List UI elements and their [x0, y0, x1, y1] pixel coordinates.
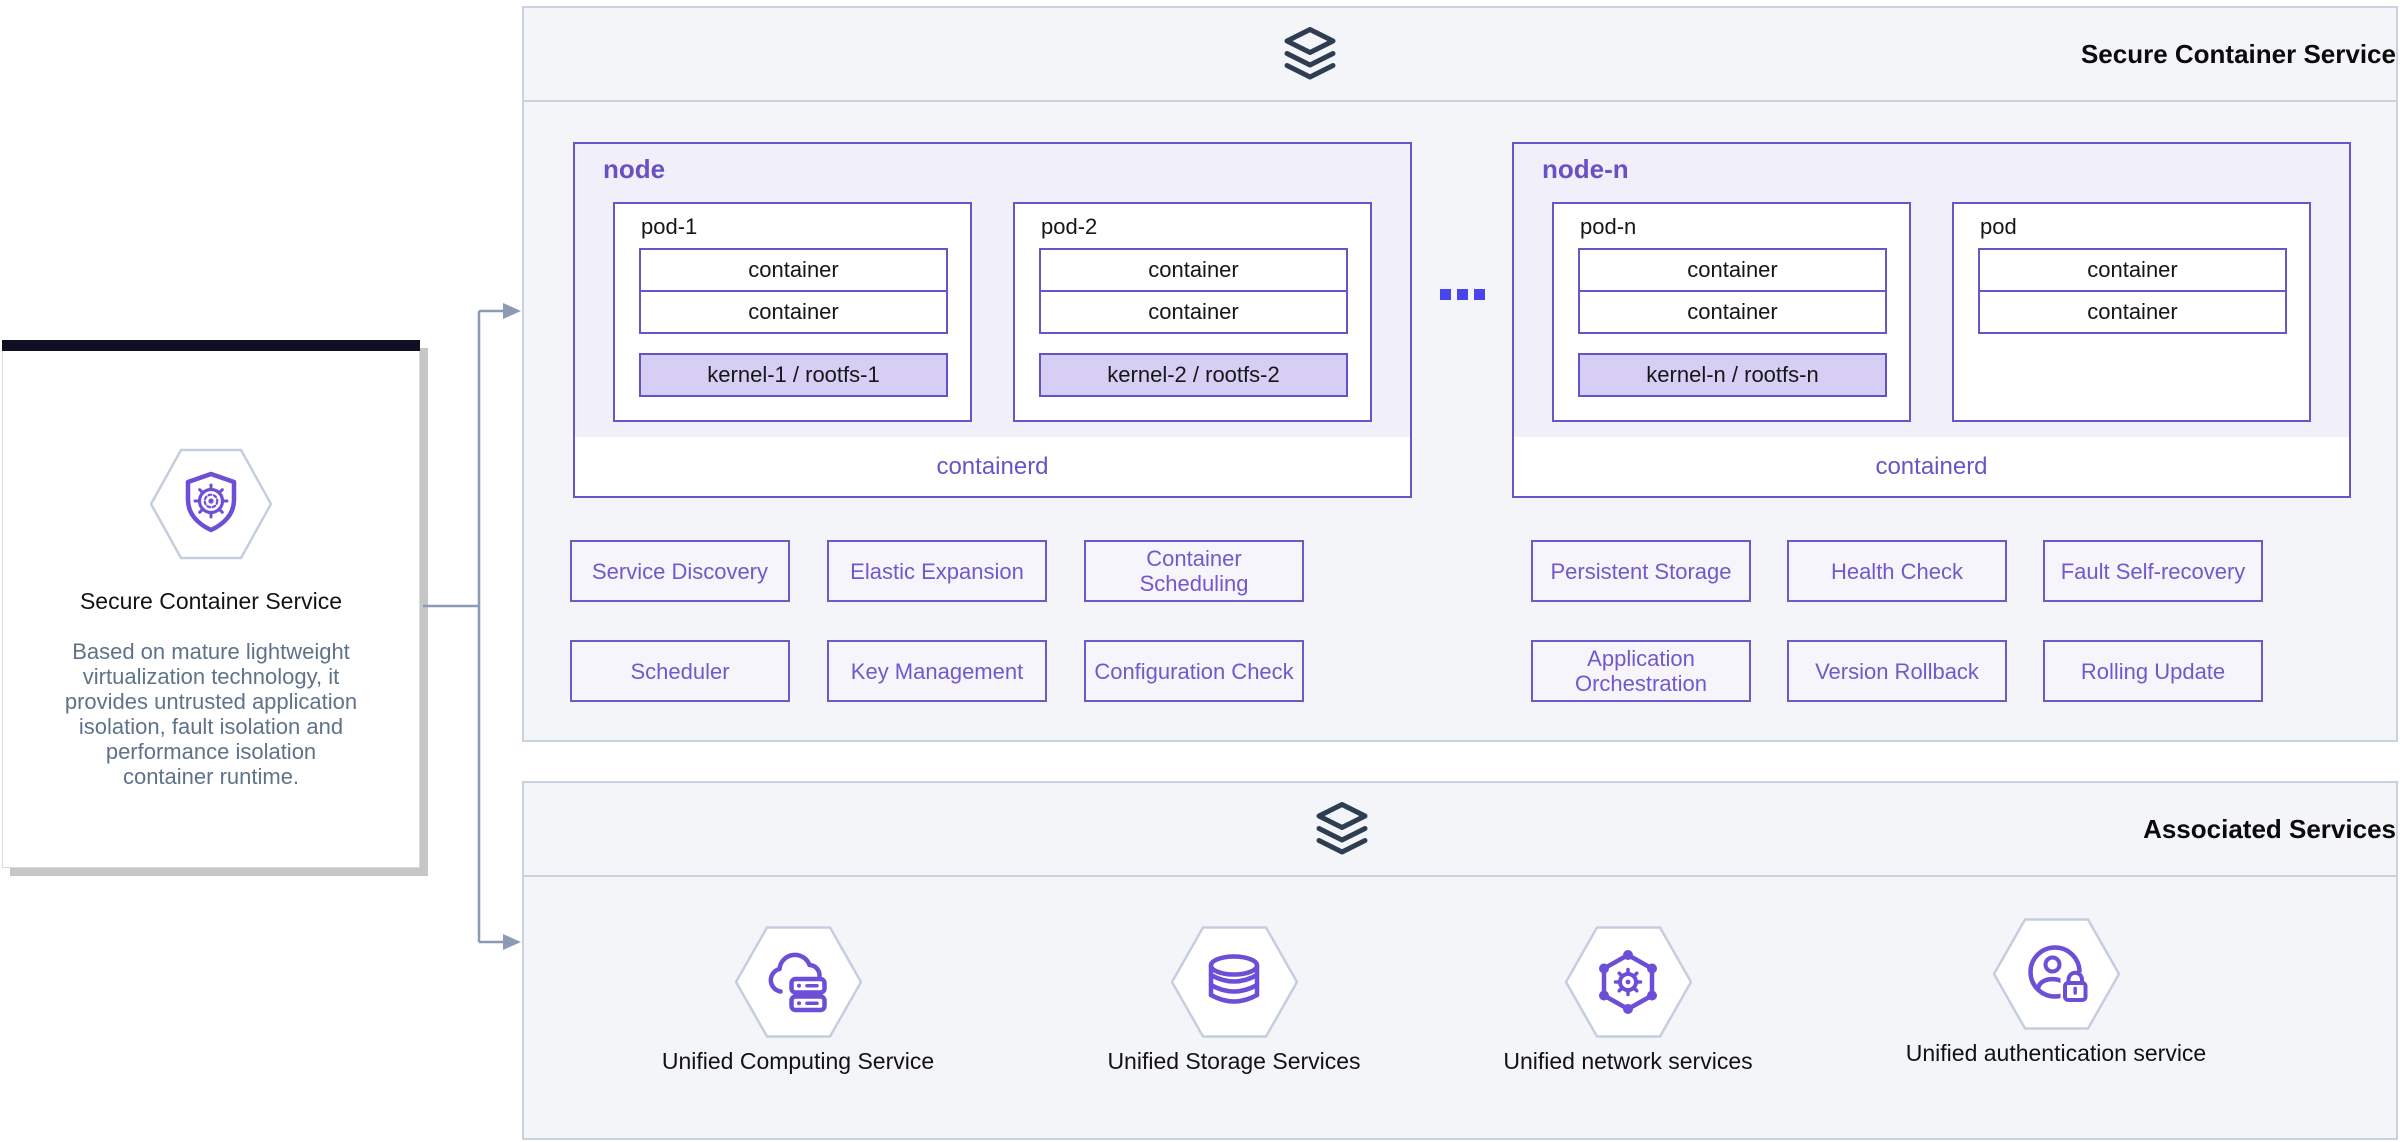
kernel-rootfs-box: kernel-n / rootfs-n: [1578, 353, 1887, 397]
feature-chip: Fault Self-recovery: [2043, 540, 2263, 602]
container-box: container: [1039, 248, 1348, 292]
shield-helm-icon: [150, 448, 272, 560]
pod-box: pod-n container container kernel-n / roo…: [1552, 202, 1911, 422]
service-item: Unified network services: [1418, 926, 1838, 1075]
node-box: node-n pod-n container container kernel-…: [1512, 142, 2351, 498]
network-hexagon-icon: [1564, 926, 1692, 1038]
secure-panel-title: Secure Container Service: [2080, 38, 2396, 69]
containerd-runtime-strip: containerd: [575, 437, 1410, 496]
container-box: container: [1578, 290, 1887, 334]
service-label: Unified network services: [1503, 1048, 1753, 1074]
layers-icon: [1316, 802, 1368, 855]
service-label: Unified authentication service: [1905, 1040, 2207, 1066]
node-label: node-n: [1542, 154, 1629, 184]
container-box: container: [1039, 290, 1348, 334]
arrowhead-top: [503, 303, 521, 319]
feature-chip: Elastic Expansion: [827, 540, 1047, 602]
service-label: Unified Computing Service: [661, 1048, 935, 1074]
card-description: Based on mature lightweight virtualizati…: [64, 639, 358, 789]
card-title: Secure Container Service: [79, 588, 343, 614]
container-box: container: [1978, 290, 2287, 334]
feature-chip: Rolling Update: [2043, 640, 2263, 702]
feature-chip: Service Discovery: [570, 540, 790, 602]
container-box: container: [639, 248, 948, 292]
node-box: node pod-1 container container kernel-1 …: [573, 142, 1412, 498]
service-label: Unified Storage Services: [1107, 1048, 1361, 1074]
service-item: Unified authentication service: [1846, 918, 2266, 1067]
service-item: Unified Storage Services: [1024, 926, 1444, 1075]
connector-arrows: [423, 303, 521, 950]
more-nodes-ellipsis-icon: [1440, 289, 1485, 300]
pod-label: pod-n: [1580, 214, 1637, 239]
kernel-rootfs-box: kernel-1 / rootfs-1: [639, 353, 948, 397]
containerd-runtime-strip: containerd: [1514, 437, 2349, 496]
pod-box: pod container container: [1952, 202, 2311, 422]
pod-box: pod-2 container container kernel-2 / roo…: [1013, 202, 1372, 422]
associated-panel-title: Associated Services: [2143, 813, 2396, 844]
layers-icon: [1284, 27, 1336, 80]
associated-panel-header: Associated Services: [524, 783, 2396, 877]
feature-chip: Container Scheduling: [1084, 540, 1304, 602]
pod-label: pod-2: [1041, 214, 1098, 239]
pod-box: pod-1 container container kernel-1 / roo…: [613, 202, 972, 422]
feature-chip: Health Check: [1787, 540, 2007, 602]
cloud-compute-icon: [734, 926, 862, 1038]
node-label: node: [603, 154, 666, 184]
feature-chip: Application Orchestration: [1531, 640, 1751, 702]
feature-chip: Scheduler: [570, 640, 790, 702]
kernel-rootfs-box: kernel-2 / rootfs-2: [1039, 353, 1348, 397]
container-box: container: [1978, 248, 2287, 292]
container-box: container: [639, 290, 948, 334]
service-item: Unified Computing Service: [588, 926, 1008, 1075]
feature-chip: Configuration Check: [1084, 640, 1304, 702]
intro-card: Secure Container Service Based on mature…: [2, 340, 420, 868]
database-icon: [1170, 926, 1298, 1038]
pod-label: pod-1: [641, 214, 698, 239]
secure-panel-header: Secure Container Service: [524, 8, 2396, 102]
card-top-accent-bar: [2, 340, 420, 351]
user-lock-icon: [1992, 918, 2120, 1030]
feature-chip: Version Rollback: [1787, 640, 2007, 702]
container-box: container: [1578, 248, 1887, 292]
pod-label: pod: [1980, 214, 2017, 239]
arrowhead-bottom: [503, 934, 521, 950]
feature-chip: Persistent Storage: [1531, 540, 1751, 602]
feature-chip: Key Management: [827, 640, 1047, 702]
